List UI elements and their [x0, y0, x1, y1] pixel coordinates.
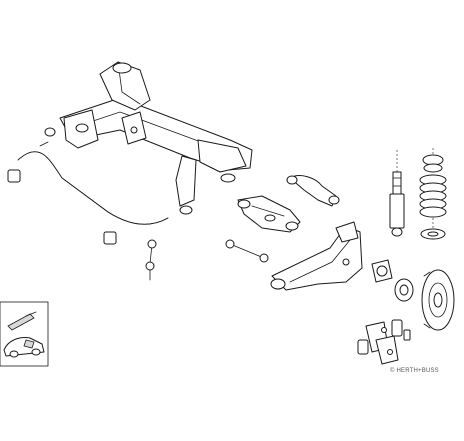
brake-caliper	[357, 319, 411, 365]
toe-link	[225, 239, 269, 263]
stabilizer-bushing	[7, 169, 117, 245]
coil-spring	[419, 174, 447, 218]
watermark: © HERTH+BUSS	[390, 368, 439, 374]
wheel-bearing	[394, 278, 414, 302]
trailing-arm	[270, 221, 363, 291]
shock-absorber	[389, 150, 405, 237]
spring-seat	[420, 218, 446, 240]
wheel-hub	[371, 259, 393, 283]
subframe	[44, 61, 253, 215]
stabilizer-link	[145, 239, 157, 281]
lower-control-arm	[237, 195, 301, 233]
brake-disc	[421, 269, 455, 331]
upper-control-arm	[286, 175, 340, 207]
vehicle-locator	[0, 301, 49, 367]
bump-stop	[422, 148, 444, 173]
stabilizer-bar	[17, 141, 169, 225]
